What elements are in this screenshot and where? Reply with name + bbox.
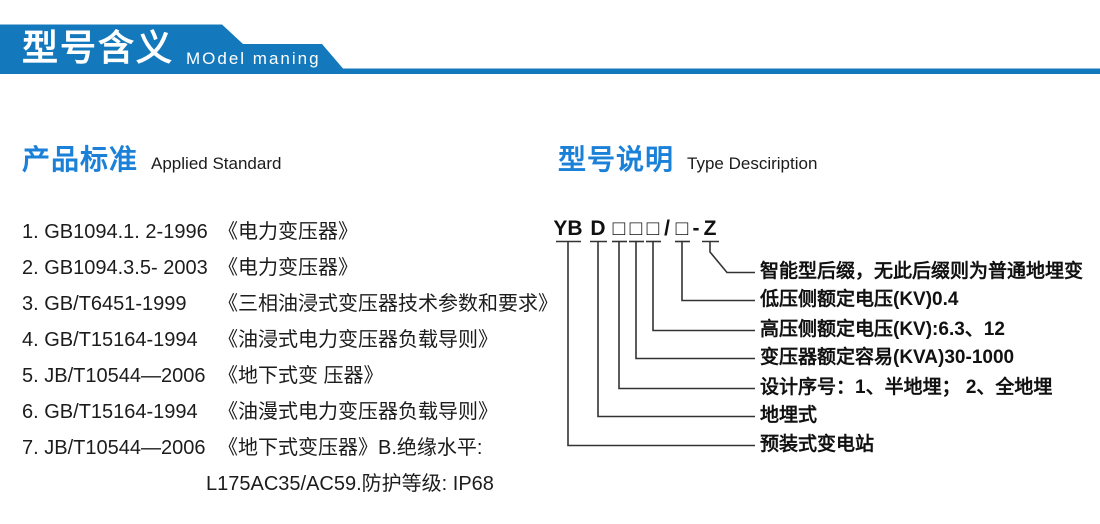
model-label: 智能型后缀，无此后缀则为普通地埋变 bbox=[760, 261, 1084, 282]
standard-code: 7. JB/T10544—2006 bbox=[22, 437, 206, 459]
standards-list-item: 4. GB/T15164-1994 《油浸式电力变压器负载导则》 bbox=[22, 328, 542, 352]
header-banner: 型号含义 MOdel maning bbox=[0, 0, 1100, 80]
model-code-segment: / bbox=[664, 217, 670, 240]
model-label: 地埋式 bbox=[760, 405, 818, 426]
model-code-segment: Z bbox=[703, 217, 717, 240]
model-label: 高压侧额定电压(KV):6.3、12 bbox=[760, 319, 1005, 340]
model-code-row: YB D □ □ □ / □ - Z bbox=[540, 210, 1100, 250]
standard-code: 1. GB1094.1. 2-1996 bbox=[22, 221, 208, 243]
model-code-segment: □ bbox=[675, 217, 689, 240]
standards-heading-zh: 产品标准 bbox=[22, 144, 139, 175]
standard-title: 《油浸式电力变压器负载导则》 bbox=[218, 329, 498, 351]
standards-list-item: 5. JB/T10544—2006 《地下式变 压器》 bbox=[22, 364, 542, 388]
model-heading-en: Type Desciription bbox=[687, 154, 818, 173]
standards-list-item: 1. GB1094.1. 2-1996 《电力变压器》 bbox=[22, 220, 542, 244]
model-code-segment: □ bbox=[629, 217, 643, 240]
page-title: 型号含义 bbox=[22, 27, 175, 68]
standard-title: 《地下式变 压器》 bbox=[218, 365, 384, 387]
model-heading: 型号说明 Type Desciription bbox=[558, 138, 817, 178]
standards-list-item: 3. GB/T6451-1999 《三相油浸式变压器技术参数和要求》 bbox=[22, 292, 558, 316]
standard-code: 4. GB/T15164-1994 bbox=[22, 329, 198, 351]
model-labels: 智能型后缀，无此后缀则为普通地埋变 低压侧额定电压(KV)0.4 高压侧额定电压… bbox=[760, 210, 1100, 500]
model-label: 设计序号：1、半地埋； 2、全地埋 bbox=[760, 377, 1053, 398]
model-label: 低压侧额定电压(KV)0.4 bbox=[760, 289, 959, 310]
model-code-segment: - bbox=[692, 217, 700, 240]
page-subtitle: MOdel maning bbox=[186, 49, 321, 68]
standards-continuation: L175AC35/AC59.防护等级: IP68 bbox=[206, 473, 494, 495]
standards-list-item: 7. JB/T10544—2006 《地下式变压器》B.绝缘水平: bbox=[22, 436, 542, 460]
model-label: 变压器额定容易(KVA)30-1000 bbox=[760, 347, 1015, 368]
model-code-segment: D bbox=[590, 217, 606, 240]
model-heading-zh: 型号说明 bbox=[558, 144, 675, 175]
standard-code: 6. GB/T15164-1994 bbox=[22, 401, 198, 423]
standards-list: 1. GB1094.1. 2-1996 《电力变压器》 2. GB1094.3.… bbox=[22, 220, 558, 472]
connector-lines-svg bbox=[556, 240, 755, 447]
standards-list-item: 6. GB/T15164-1994 《油漫式电力变压器负载导则》 bbox=[22, 400, 542, 424]
standards-continuation-row: L175AC35/AC59.防护等级: IP68 bbox=[22, 472, 542, 496]
standard-title: 《三相油浸式变压器技术参数和要求》 bbox=[218, 293, 558, 315]
standard-code: 2. GB1094.3.5- 2003 bbox=[22, 257, 208, 279]
model-label: 预装式变电站 bbox=[760, 434, 875, 455]
standard-title: 《电力变压器》 bbox=[218, 221, 358, 243]
standards-heading: 产品标准 Applied Standard bbox=[22, 138, 281, 178]
model-code-segment: □ bbox=[612, 217, 626, 240]
model-code-segment: □ bbox=[646, 217, 660, 240]
standard-title: 《油漫式电力变压器负载导则》 bbox=[218, 401, 498, 423]
standard-code: 3. GB/T6451-1999 bbox=[22, 293, 187, 315]
model-code-segment: YB bbox=[553, 217, 583, 240]
model-code-diagram: YB D □ □ □ / □ - Z 智能型后缀，无此后缀则为普通地埋变 低压侧… bbox=[540, 210, 1100, 500]
banner-shape bbox=[0, 24, 1100, 74]
standards-list-item: 2. GB1094.3.5- 2003 《电力变压器》 bbox=[22, 256, 542, 280]
standard-title: 《地下式变压器》B.绝缘水平: bbox=[218, 437, 483, 459]
standards-heading-en: Applied Standard bbox=[151, 154, 282, 173]
standard-code: 5. JB/T10544—2006 bbox=[22, 365, 206, 387]
standard-title: 《电力变压器》 bbox=[218, 257, 358, 279]
